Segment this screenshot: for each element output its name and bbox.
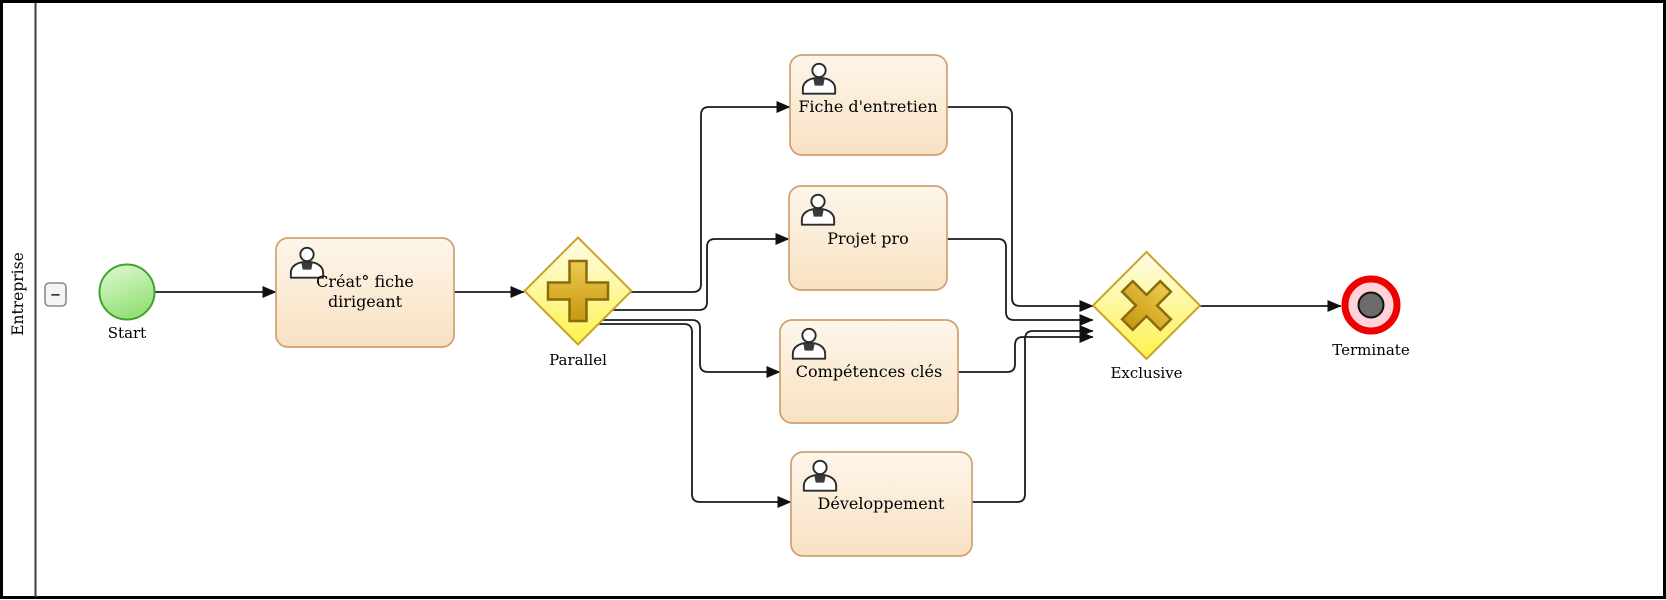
task-creat-fiche-dirigeant[interactable]: Créat° fiche dirigeant [275,237,455,348]
collapse-pool-button[interactable]: − [44,282,67,307]
flow-developpement-to-exclusive[interactable] [972,325,1094,503]
flow-fiche-entretien-to-exclusive[interactable] [947,106,1094,312]
flow-competences-to-exclusive[interactable] [957,331,1094,373]
task-label: Projet pro [827,229,909,248]
terminate-end-event[interactable]: Terminate [1332,275,1410,359]
sequence-flows [155,101,1342,508]
task-label: Compétences clés [796,362,942,381]
parallel-gateway[interactable]: Parallel [523,236,633,370]
task-label: Fiche d'entretien [798,97,937,116]
task-label: Développement [818,494,945,513]
task-fiche-entretien[interactable]: Fiche d'entretien [789,54,948,156]
flow-parallel-to-projet-pro[interactable] [613,233,790,311]
flow-parallel-to-fiche-entretien[interactable] [629,101,791,293]
task-developpement[interactable]: Développement [790,451,973,557]
task-label-line1: Créat° fiche [316,272,414,291]
start-event[interactable]: Start [98,263,156,343]
terminate-icon [1357,291,1385,319]
flow-parallel-to-competences[interactable] [603,319,781,378]
flow-projet-pro-to-exclusive[interactable] [947,238,1094,326]
start-event-label: Start [108,324,146,342]
task-projet-pro[interactable]: Projet pro [788,185,948,291]
exclusive-gateway[interactable]: Exclusive [1091,250,1202,382]
task-competences-cles[interactable]: Compétences clés [779,319,959,424]
terminate-event-label: Terminate [1332,341,1410,359]
x-cross-icon [1120,279,1173,332]
flow-parallel-to-developpement[interactable] [599,323,792,508]
parallel-gateway-label: Parallel [549,351,607,369]
pool-label: Entreprise [9,252,27,336]
exclusive-gateway-label: Exclusive [1110,364,1182,382]
minus-icon: − [51,285,61,304]
plus-cross-icon [546,259,610,323]
task-label-line2: dirigeant [328,292,403,311]
